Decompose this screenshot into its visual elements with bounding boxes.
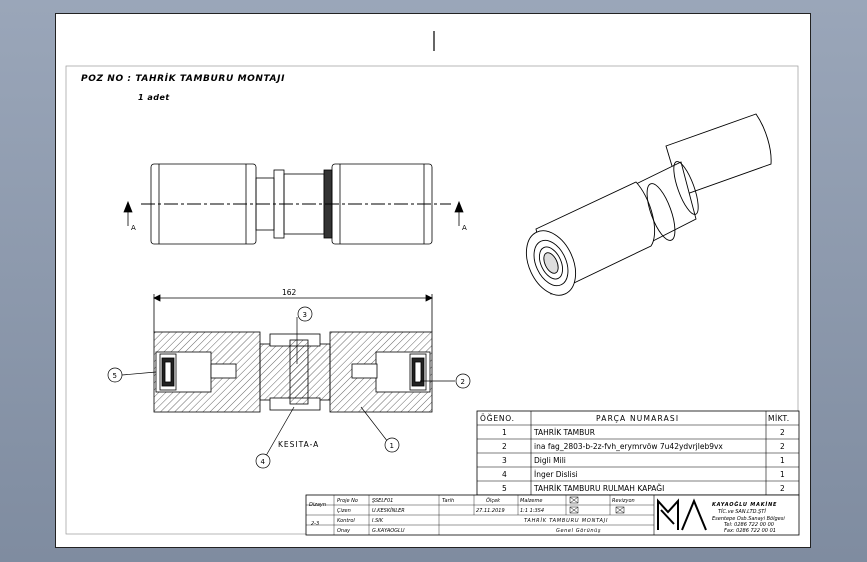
svg-text:2: 2 xyxy=(780,484,785,493)
tb-checkbox-icon xyxy=(569,496,625,514)
balloon-4[interactable]: 4 xyxy=(255,453,271,469)
svg-text:İnger Dislisi: İnger Dislisi xyxy=(534,470,578,479)
front-view[interactable] xyxy=(123,163,464,245)
tb-left-2: 2-3 xyxy=(311,521,319,527)
bill-of-materials[interactable]: ÖĞENO. PARÇA NUMARASI MİKT. 1 TAHRİK TAM… xyxy=(476,410,800,496)
bom-row[interactable]: 2 ina fag_2803-b-2z-fvh_erymrvöw 7u42ydv… xyxy=(502,442,785,451)
bom-header-no: ÖĞENO. xyxy=(480,414,515,423)
tb-sheet-value: 1:1 1:3S4 xyxy=(520,508,544,514)
tb-left-0: Dizayn xyxy=(309,502,326,508)
svg-text:2: 2 xyxy=(461,378,465,386)
balloon-leaders xyxy=(121,317,455,462)
tb-date-value: 27.11.2019 xyxy=(476,508,505,514)
svg-text:4: 4 xyxy=(261,458,266,466)
tb-value-check: I.SIK xyxy=(372,518,384,524)
bom-row[interactable]: 4 İnger Dislisi 1 xyxy=(502,470,785,479)
bom-row[interactable]: 3 Digli Mili 1 xyxy=(502,456,785,465)
tb-label-check: Kontrol xyxy=(337,518,355,524)
tb-label-project: Proje No xyxy=(337,498,358,504)
isometric-view[interactable] xyxy=(517,113,772,303)
svg-text:Digli Mili: Digli Mili xyxy=(534,456,566,465)
bom-row[interactable]: 1 TAHRİK TAMBUR 2 xyxy=(502,428,785,437)
tb-value-project: ŞSELF01 xyxy=(372,498,393,504)
tb-scale-label: Ölçek xyxy=(486,497,501,504)
svg-text:5: 5 xyxy=(502,484,507,493)
section-mark-left: A xyxy=(131,224,136,232)
section-mark-right: A xyxy=(462,224,467,232)
tb-part-title: TAHRİK TAMBURU MONTAJI xyxy=(524,517,608,524)
tb-part-subtitle: Genel Görünüş xyxy=(556,528,601,534)
bom-header-part: PARÇA NUMARASI xyxy=(596,414,679,423)
company-sub: TİC.ve SAN.LTD.ŞTİ xyxy=(718,508,766,515)
svg-text:2: 2 xyxy=(502,442,507,451)
svg-text:3: 3 xyxy=(303,311,307,319)
company-name: KAYAOĞLU MAKİNE xyxy=(712,501,777,508)
company-logo-icon xyxy=(657,498,707,531)
tb-value-drawn: U.KESKİNLER xyxy=(372,507,405,514)
tb-revision-label: Revizyon xyxy=(612,498,635,504)
tb-material-label: Malzeme xyxy=(520,498,542,504)
dimension-overall: 162 xyxy=(282,288,297,297)
section-view[interactable] xyxy=(153,294,433,413)
svg-text:3: 3 xyxy=(502,456,507,465)
company-address: Esentepe Osb.Sanayi Bölgesi xyxy=(712,516,785,522)
drawing-quantity: 1 adet xyxy=(138,93,170,102)
svg-text:5: 5 xyxy=(113,372,117,380)
tb-label-drawn: Çizen xyxy=(337,508,351,514)
section-label: KESITA-A xyxy=(278,440,319,449)
drawing-sheet[interactable]: POZ NO : TAHRİK TAMBURU MONTAJI 1 adet A… xyxy=(55,13,811,548)
bom-header-qty: MİKT. xyxy=(768,414,790,423)
svg-text:2: 2 xyxy=(780,428,785,437)
drawing-canvas[interactable]: POZ NO : TAHRİK TAMBURU MONTAJI 1 adet A… xyxy=(56,14,811,548)
tb-value-approve: G.KAYAOGLU xyxy=(372,528,405,534)
svg-text:1: 1 xyxy=(780,456,785,465)
company-tel: Tel: 0286 722 00 00 xyxy=(724,522,774,528)
svg-text:TAHRİK TAMBURU RULMAH KAPAĞI: TAHRİK TAMBURU RULMAH KAPAĞI xyxy=(533,484,664,493)
tb-date-label: Tarih xyxy=(442,498,454,504)
svg-text:ina fag_2803-b-2z-fvh_erymrvöw: ina fag_2803-b-2z-fvh_erymrvöw 7u42ydvrj… xyxy=(534,442,723,451)
svg-text:2: 2 xyxy=(780,442,785,451)
svg-text:TAHRİK TAMBUR: TAHRİK TAMBUR xyxy=(533,428,595,437)
balloon-3[interactable]: 3 xyxy=(297,306,313,322)
svg-text:1: 1 xyxy=(390,442,394,450)
svg-text:4: 4 xyxy=(502,470,507,479)
svg-text:1: 1 xyxy=(780,470,785,479)
company-fax: Fax: 0286 722 00 01 xyxy=(724,528,776,534)
tb-label-approve: Onay xyxy=(337,528,351,534)
svg-text:1: 1 xyxy=(502,428,507,437)
balloon-5[interactable]: 5 xyxy=(107,367,123,383)
balloon-1[interactable]: 1 xyxy=(384,437,400,453)
balloon-2[interactable]: 2 xyxy=(455,373,471,389)
bom-row[interactable]: 5 TAHRİK TAMBURU RULMAH KAPAĞI 2 xyxy=(502,484,785,493)
title-block[interactable]: Dizayn 2-3 Proje No Çizen Kontrol Onay Ş… xyxy=(305,494,800,536)
drawing-title: POZ NO : TAHRİK TAMBURU MONTAJI xyxy=(81,73,285,84)
